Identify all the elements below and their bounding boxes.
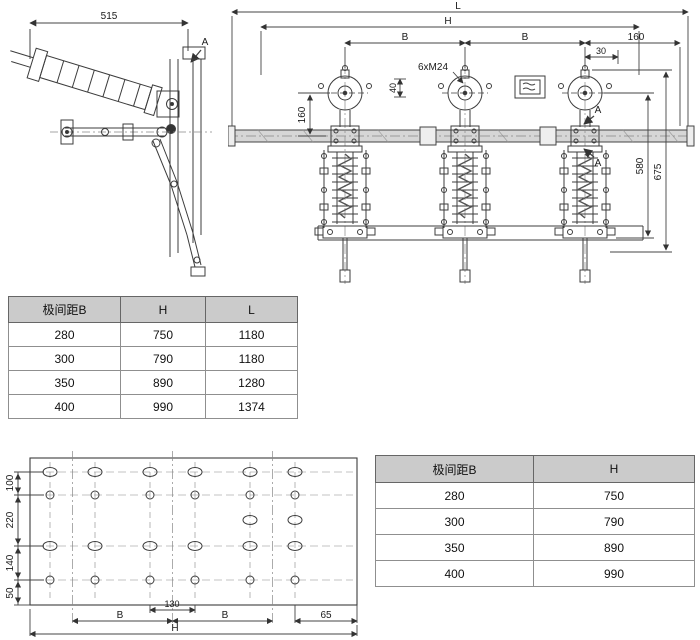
cell-b: 300 bbox=[375, 508, 534, 535]
link-arm bbox=[60, 119, 168, 145]
extra-slot bbox=[287, 515, 303, 525]
table-row: 350 890 1280 bbox=[8, 370, 298, 395]
cell-h: 890 bbox=[120, 370, 206, 395]
bolt-note-label: 6xM24 bbox=[418, 62, 448, 73]
table-row: 280 750 bbox=[375, 482, 695, 509]
cell-l: 1374 bbox=[205, 394, 298, 419]
table-header-row: 极间距B H bbox=[375, 455, 695, 483]
front-dim-lines bbox=[231, 8, 689, 253]
nameplate bbox=[514, 75, 546, 99]
table-row: 280 750 1180 bbox=[8, 322, 298, 347]
section-a-top-label: A bbox=[595, 105, 602, 116]
dim-label-140: 140 bbox=[5, 554, 16, 571]
row-centerlines bbox=[34, 471, 353, 581]
col-header-pole-spacing: 极间距B bbox=[375, 455, 534, 483]
plan-bottom-dims bbox=[29, 605, 358, 638]
insulator-side bbox=[10, 47, 163, 117]
dim-label-L: L bbox=[455, 1, 461, 12]
cell-b: 280 bbox=[375, 482, 534, 509]
cell-l: 1180 bbox=[205, 346, 298, 371]
side-view-drawing: 515 A bbox=[10, 11, 212, 277]
cell-h: 990 bbox=[533, 560, 695, 587]
cell-b: 350 bbox=[8, 370, 121, 395]
dim-label-h-plan: H bbox=[171, 623, 178, 634]
table-row: 350 890 bbox=[375, 534, 695, 561]
dim-label-130: 130 bbox=[164, 599, 179, 609]
cell-b: 300 bbox=[8, 346, 121, 371]
front-view-drawing: L H B B 160 30 6xM24 40 160 580 675 A A bbox=[228, 1, 696, 285]
spacing-table-small: 极间距B H 280 750 300 790 350 890 400 990 bbox=[375, 455, 695, 587]
pole-assembly-1 bbox=[314, 63, 376, 285]
dim-label-B2: B bbox=[522, 32, 529, 43]
dim-label-B1: B bbox=[402, 32, 409, 43]
cell-h: 790 bbox=[120, 346, 206, 371]
dim-label-580: 580 bbox=[635, 157, 646, 174]
dim-label-b-right: B bbox=[222, 610, 229, 621]
extra-slot bbox=[242, 515, 258, 525]
table-row: 400 990 1374 bbox=[8, 394, 298, 419]
support-frame bbox=[156, 46, 206, 257]
table-row: 400 990 bbox=[375, 560, 695, 587]
pole-assembly-2 bbox=[434, 63, 496, 285]
cell-b: 350 bbox=[375, 534, 534, 561]
plan-left-dims bbox=[14, 471, 44, 606]
cell-b: 400 bbox=[375, 560, 534, 587]
dim-515-group bbox=[29, 19, 189, 59]
base-plate-outline bbox=[29, 457, 358, 606]
dim-label-220: 220 bbox=[5, 511, 16, 528]
dim-label-40: 40 bbox=[388, 83, 398, 93]
table-row: 300 790 bbox=[375, 508, 695, 535]
base-plan-drawing: 100 220 140 50 B 130 B 65 H bbox=[5, 451, 358, 638]
dim-label-b-left: B bbox=[117, 610, 124, 621]
cell-h: 750 bbox=[120, 322, 206, 347]
cell-b: 280 bbox=[8, 322, 121, 347]
cell-h: 750 bbox=[533, 482, 695, 509]
col-header-h: H bbox=[533, 455, 695, 483]
col-header-h: H bbox=[120, 296, 206, 323]
table-header-row: 极间距B H L bbox=[8, 296, 298, 323]
dim-label-65: 65 bbox=[320, 610, 332, 621]
cell-l: 1280 bbox=[205, 370, 298, 395]
pole-assembly-3 bbox=[554, 63, 616, 285]
section-a-bottom-label: A bbox=[595, 158, 602, 169]
cell-b: 400 bbox=[8, 394, 121, 419]
lever-rod bbox=[151, 138, 206, 277]
dim-label-160-left: 160 bbox=[297, 106, 308, 123]
cell-l: 1180 bbox=[205, 322, 298, 347]
table-row: 300 790 1180 bbox=[8, 346, 298, 371]
dim-label-30: 30 bbox=[596, 46, 606, 56]
dim-label-50: 50 bbox=[5, 587, 16, 599]
dim-label-160-top: 160 bbox=[628, 32, 645, 43]
dim-label-100: 100 bbox=[5, 474, 16, 491]
cell-h: 790 bbox=[533, 508, 695, 535]
dim-label-515: 515 bbox=[101, 11, 118, 22]
spacing-table-full: 极间距B H L 280 750 1180 300 790 1180 350 8… bbox=[8, 296, 298, 419]
cell-h: 890 bbox=[533, 534, 695, 561]
cell-h: 990 bbox=[120, 394, 206, 419]
col-header-l: L bbox=[205, 296, 298, 323]
dim-label-675: 675 bbox=[653, 163, 664, 180]
pole-centerlines bbox=[72, 451, 273, 625]
col-header-pole-spacing: 极间距B bbox=[8, 296, 121, 323]
dim-label-H: H bbox=[444, 16, 451, 27]
section-a-label: A bbox=[202, 37, 209, 48]
